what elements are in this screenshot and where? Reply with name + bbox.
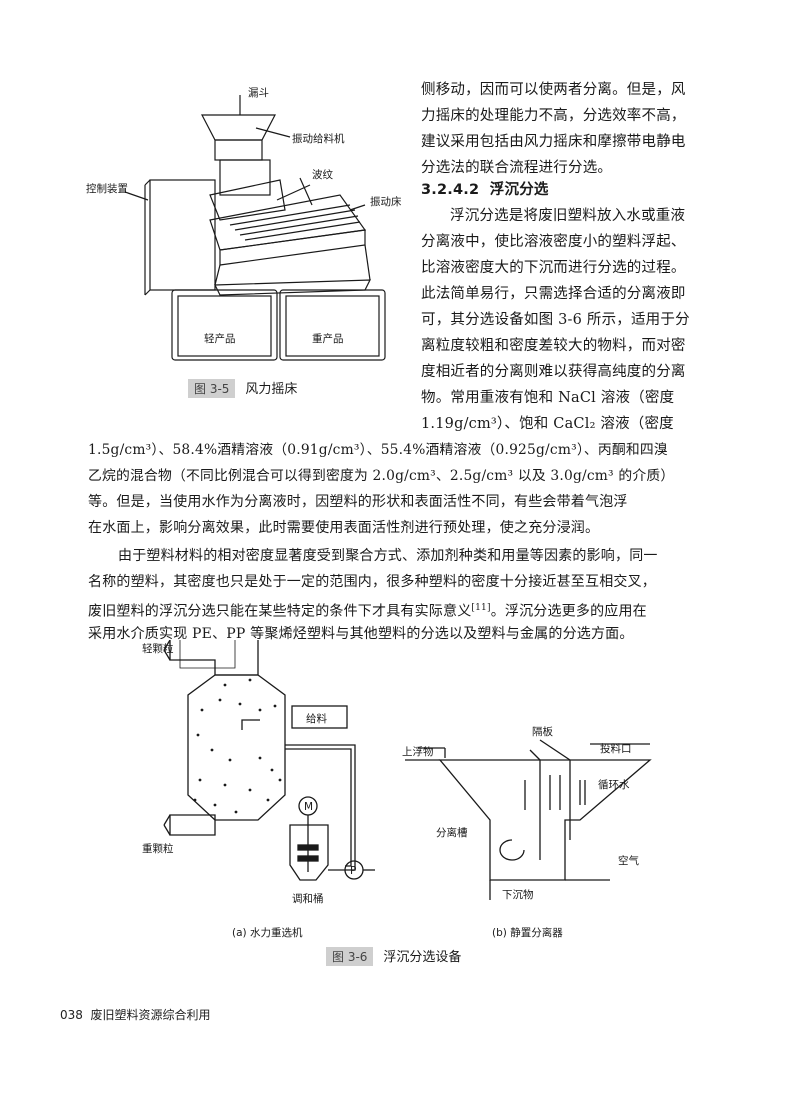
- figure-3-6-caption: 图 3-6 浮沉分选设备: [326, 946, 461, 966]
- label-light-particles: 轻颗粒: [142, 642, 174, 655]
- subcaption-a: (a) 水力重选机: [232, 926, 303, 939]
- text-line: 离粒度较粗和密度差较大的物料，而对密: [421, 338, 686, 354]
- float-sink-separator-diagram: [163, 631, 652, 900]
- section-title: 浮沉分选: [489, 182, 549, 198]
- label-ripple: 波纹: [312, 168, 333, 181]
- text-line: 分离液中，使比溶液密度小的塑料浮起、: [421, 234, 686, 250]
- text-line: 在水面上，影响分离效果，此时需要使用表面活性剂进行预处理，使之充分浸润。: [88, 520, 600, 536]
- label-feed: 给料: [306, 712, 327, 725]
- label-light-product: 轻产品: [204, 332, 236, 345]
- text-line: 1.19g/cm³）、饱和 CaCl₂ 溶液（密度: [421, 416, 674, 432]
- text-line: 分选法的联合流程进行分选。: [421, 160, 613, 176]
- text-line: 此法简单易行，只需选择合适的分离液即: [421, 286, 686, 302]
- text-line: 可，其分选设备如图 3-6 所示，适用于分: [421, 312, 690, 328]
- label-pump: P: [350, 865, 356, 877]
- text-line: 采用水介质实现 PE、PP 等聚烯烃塑料与其他塑料的分选以及塑料与金属的分选方面…: [88, 626, 634, 642]
- citation-ref: [11]: [471, 603, 491, 613]
- label-separation-trough: 分离槽: [436, 826, 468, 839]
- figure-3-5-labels: 漏斗 振动给料机 控制装置 波纹 振动床 轻产品 重产品: [86, 87, 402, 345]
- label-vibrating-feeder: 振动给料机: [292, 132, 345, 145]
- figure-3-5-title: 风力摇床: [245, 382, 298, 397]
- page-number: 038: [60, 1008, 83, 1022]
- label-float: 上浮物: [402, 745, 434, 758]
- text-line: 物。常用重液有饱和 NaCl 溶液（密度: [421, 390, 675, 406]
- text-line: 力摇床的处理能力不高，分选效率不高，: [421, 108, 686, 124]
- label-heavy-particles: 重颗粒: [142, 842, 174, 855]
- label-hopper: 漏斗: [248, 87, 269, 99]
- text-line: 比溶液密度大的下沉而进行分选的过程。: [421, 260, 686, 276]
- label-mixing-tank: 调和桶: [292, 892, 324, 905]
- book-title: 废旧塑料资源综合利用: [90, 1008, 211, 1022]
- label-control-device: 控制装置: [86, 182, 128, 195]
- text-line: 建议采用包括由风力摇床和摩擦带电静电: [421, 134, 686, 150]
- label-inlet: 投料口: [600, 742, 632, 755]
- label-sinking-material: 下沉物: [502, 888, 534, 901]
- figure-3-6: 轻颗粒 给料 重颗粒 M P 调和桶 隔板 上浮物 投料口 循环水 分离槽 空气…: [140, 631, 660, 940]
- wind-shaking-table-diagram: [124, 95, 386, 361]
- figure-3-6-title: 浮沉分选设备: [383, 950, 462, 965]
- text-line: 侧移动，因而可以使两者分离。但是，风: [421, 82, 686, 98]
- text-line: 1.5g/cm³）、58.4%酒精溶液（0.91g/cm³）、55.4%酒精溶液…: [88, 442, 668, 458]
- text-segment: 。浮沉分选更多的应用在: [490, 603, 647, 620]
- section-heading: 3.2.4.2 浮沉分选: [421, 180, 549, 200]
- text-line: 废旧塑料的浮沉分选只能在某些特定的条件下才具有实际意义[11]。浮沉分选更多的应…: [88, 598, 647, 622]
- figure-3-5-caption: 图 3-5 风力摇床: [188, 378, 297, 398]
- figure-3-5: 漏斗 振动给料机 控制装置 波纹 振动床 轻产品 重产品: [80, 80, 410, 380]
- text-line: 名称的塑料，其密度也只是处于一定的范围内，很多种塑料的密度十分接近甚至互相交叉，: [88, 574, 656, 590]
- text-line: 度相近者的分离则难以获得高纯度的分离: [421, 364, 686, 380]
- text-segment: 废旧塑料的浮沉分选只能在某些特定的条件下才具有实际意义: [88, 603, 472, 620]
- text-line: 浮沉分选是将废旧塑料放入水或重液: [450, 208, 686, 224]
- label-heavy-product: 重产品: [312, 332, 344, 345]
- text-line: 由于塑料材料的相对密度显著度受到聚合方式、添加剂种类和用量等因素的影响，同一: [118, 548, 658, 564]
- figure-3-6-number: 图 3-6: [326, 947, 374, 966]
- section-number: 3.2.4.2: [421, 182, 480, 198]
- label-partition: 隔板: [532, 725, 553, 738]
- text-line: 等。但是，当使用水作为分离液时，因塑料的形状和表面活性不同，有些会带着气泡浮: [88, 494, 628, 510]
- subcaption-b: (b) 静置分离器: [492, 926, 563, 939]
- label-motor: M: [304, 801, 313, 813]
- label-air: 空气: [618, 854, 639, 867]
- figure-3-6-labels: 轻颗粒 给料 重颗粒 M P 调和桶 隔板 上浮物 投料口 循环水 分离槽 空气…: [142, 642, 639, 939]
- label-circulating-water: 循环水: [598, 778, 630, 791]
- figure-3-5-number: 图 3-5: [188, 379, 236, 398]
- page-footer: 038 废旧塑料资源综合利用: [60, 1006, 211, 1023]
- text-line: 乙烷的混合物（不同比例混合可以得到密度为 2.0g/cm³、2.5g/cm³ 以…: [88, 468, 675, 484]
- label-vibrating-bed: 振动床: [370, 195, 402, 208]
